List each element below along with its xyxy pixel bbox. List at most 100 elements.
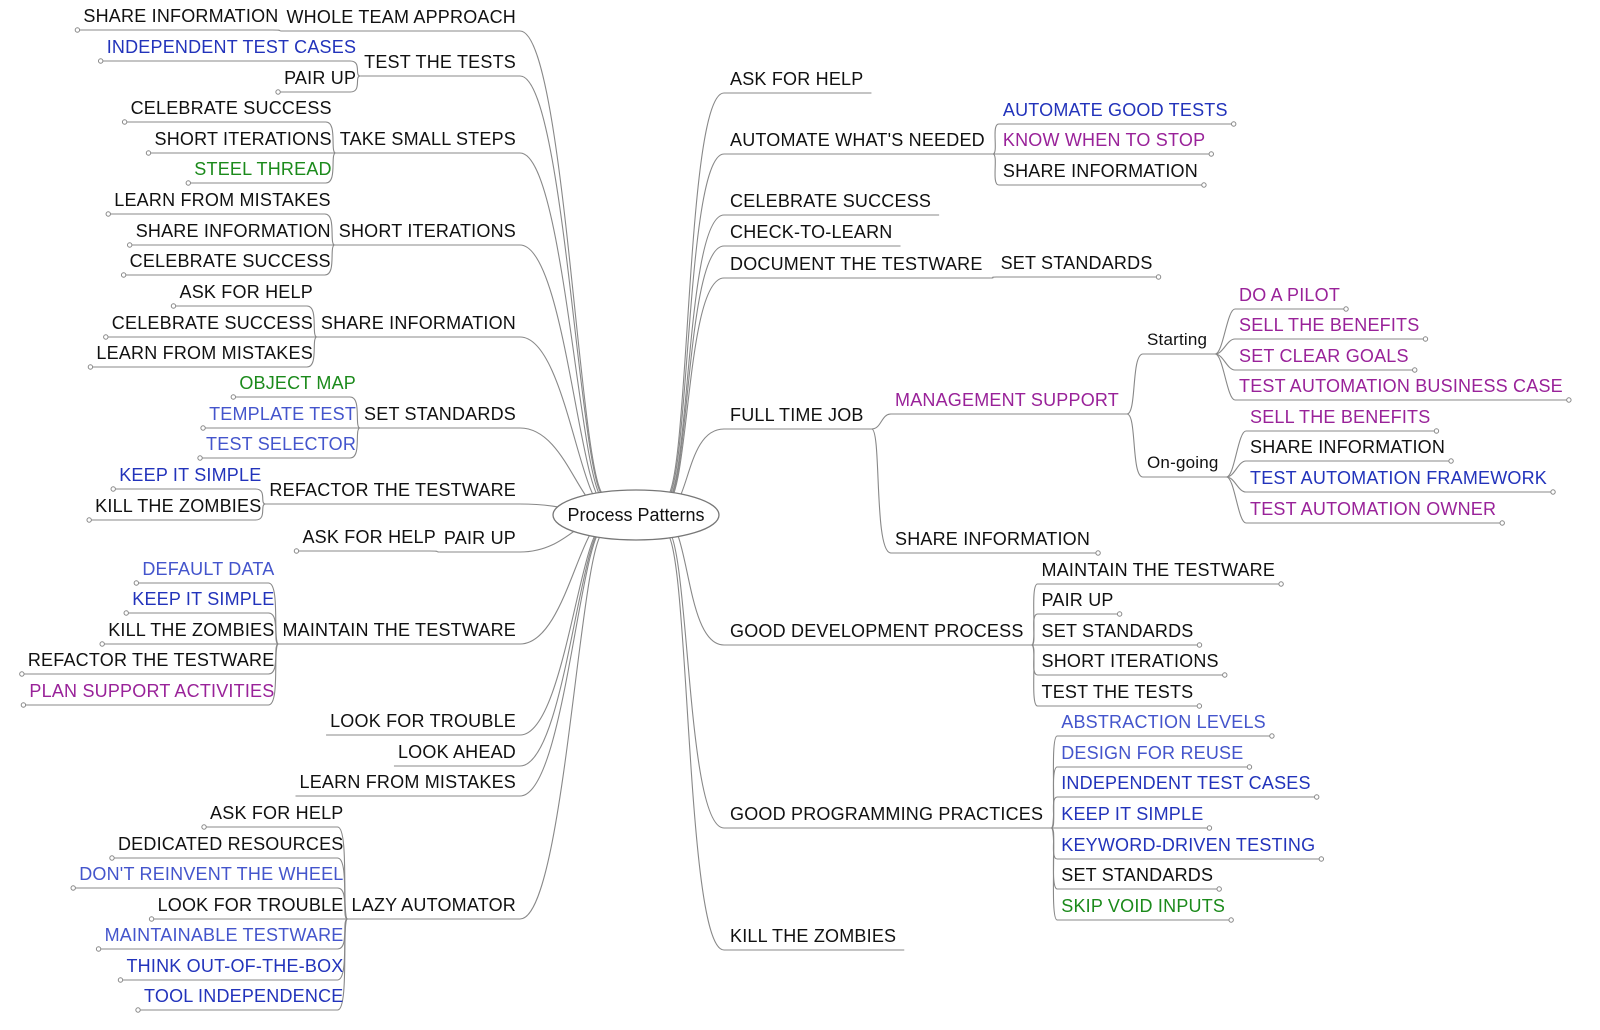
branch-pair-up[interactable]: PAIR UP — [443, 528, 516, 548]
leaf-set-standards[interactable]: SET STANDARDS — [1061, 865, 1214, 885]
branch-refactor-the-testware[interactable]: REFACTOR THE TESTWARE — [269, 480, 516, 500]
branch-document-the-testware[interactable]: DOCUMENT THE TESTWARE — [730, 254, 983, 274]
leaf-plan-support-activities[interactable]: PLAN SUPPORT ACTIVITIES — [29, 681, 275, 701]
branch-good-development-process[interactable]: GOOD DEVELOPMENT PROCESS — [730, 621, 1024, 641]
leaf-test-automation-business-case[interactable]: TEST AUTOMATION BUSINESS CASE — [1239, 376, 1563, 396]
end-dot — [1278, 581, 1284, 587]
branch-celebrate-success[interactable]: CELEBRATE SUCCESS — [730, 191, 932, 211]
leaf-automate-good-tests[interactable]: AUTOMATE GOOD TESTS — [1002, 100, 1228, 120]
link-item — [1215, 353, 1415, 371]
end-dot — [86, 517, 92, 523]
leaf-learn-from-mistakes[interactable]: LEARN FROM MISTAKES — [96, 343, 313, 363]
link-left-12-2 — [73, 887, 349, 920]
node-management-support[interactable]: MANAGEMENT SUPPORT — [895, 390, 1119, 410]
branch-automate-what-s-needed[interactable]: AUTOMATE WHAT'S NEEDED — [730, 130, 985, 150]
leaf-share-information[interactable]: SHARE INFORMATION — [1250, 437, 1446, 457]
branch-ask-for-help[interactable]: ASK FOR HELP — [730, 69, 864, 89]
leaf-tool-independence[interactable]: TOOL INDEPENDENCE — [144, 986, 344, 1006]
end-dot — [1269, 733, 1275, 739]
leaf-set-standards[interactable]: SET STANDARDS — [1041, 621, 1194, 641]
branch-share-information[interactable]: SHARE INFORMATION — [320, 313, 516, 333]
leaf-design-for-reuse[interactable]: DESIGN FOR REUSE — [1061, 743, 1244, 763]
leaf-test-automation-owner[interactable]: TEST AUTOMATION OWNER — [1250, 499, 1497, 519]
group-starting[interactable]: Starting — [1147, 330, 1208, 349]
leaf-ask-for-help[interactable]: ASK FOR HELP — [179, 282, 313, 302]
leaf-maintainable-testware[interactable]: MAINTAINABLE TESTWARE — [104, 925, 344, 945]
leaf-test-automation-framework[interactable]: TEST AUTOMATION FRAMEWORK — [1250, 468, 1548, 488]
leaf-short-iterations[interactable]: SHORT ITERATIONS — [154, 129, 332, 149]
leaf-template-test[interactable]: TEMPLATE TEST — [209, 404, 357, 424]
branch-full-time-job[interactable]: FULL TIME JOB — [730, 405, 864, 425]
link-right-1-2 — [992, 153, 1204, 186]
leaf-keep-it-simple[interactable]: KEEP IT SIMPLE — [119, 465, 262, 485]
leaf-celebrate-success[interactable]: CELEBRATE SUCCESS — [111, 313, 313, 333]
leaf-independent-test-cases[interactable]: INDEPENDENT TEST CASES — [1061, 773, 1311, 793]
branch-look-ahead[interactable]: LOOK AHEAD — [397, 742, 516, 762]
leaf-celebrate-success[interactable]: CELEBRATE SUCCESS — [129, 251, 331, 271]
branch-whole-team-approach[interactable]: WHOLE TEAM APPROACH — [286, 7, 516, 27]
leaf-ask-for-help[interactable]: ASK FOR HELP — [210, 803, 344, 823]
leaf-object-map[interactable]: OBJECT MAP — [239, 373, 357, 393]
leaf-refactor-the-testware[interactable]: REFACTOR THE TESTWARE — [27, 650, 275, 670]
leaf-sell-the-benefits[interactable]: SELL THE BENEFITS — [1239, 315, 1420, 335]
leaf-default-data[interactable]: DEFAULT DATA — [142, 559, 275, 579]
branch-take-small-steps[interactable]: TAKE SMALL STEPS — [339, 129, 516, 149]
leaf-keyword-driven-testing[interactable]: KEYWORD-DRIVEN TESTING — [1061, 835, 1316, 855]
leaf-celebrate-success[interactable]: CELEBRATE SUCCESS — [130, 98, 332, 118]
leaf-dedicated-resources[interactable]: DEDICATED RESOURCES — [117, 834, 344, 854]
branch-test-the-tests[interactable]: TEST THE TESTS — [364, 52, 516, 72]
leaf-steel-thread[interactable]: STEEL THREAD — [194, 159, 332, 179]
leaf-don-t-reinvent-the-wheel[interactable]: DON'T REINVENT THE WHEEL — [79, 864, 344, 884]
leaf-know-when-to-stop[interactable]: KNOW WHEN TO STOP — [1002, 130, 1206, 150]
leaf-learn-from-mistakes[interactable]: LEARN FROM MISTAKES — [114, 190, 331, 210]
link-left-0 — [282, 30, 606, 496]
leaf-abstraction-levels[interactable]: ABSTRACTION LEVELS — [1061, 712, 1266, 732]
branch-look-for-trouble[interactable]: LOOK FOR TROUBLE — [330, 711, 516, 731]
leaf-do-a-pilot[interactable]: DO A PILOT — [1239, 285, 1341, 305]
leaf-test-selector[interactable]: TEST SELECTOR — [206, 434, 357, 454]
leaf-keep-it-simple[interactable]: KEEP IT SIMPLE — [132, 589, 275, 609]
center-node[interactable]: Process Patterns — [551, 488, 721, 542]
leaf-think-out-of-the-box[interactable]: THINK OUT-OF-THE-BOX — [126, 956, 344, 976]
end-dot — [1228, 917, 1234, 923]
center-label: Process Patterns — [567, 505, 705, 525]
leaf-keep-it-simple[interactable]: KEEP IT SIMPLE — [1061, 804, 1204, 824]
leaf-kill-the-zombies[interactable]: KILL THE ZOMBIES — [95, 496, 262, 516]
link-left-10 — [393, 524, 606, 767]
leaf-sell-the-benefits[interactable]: SELL THE BENEFITS — [1250, 407, 1431, 427]
branch-set-standards[interactable]: SET STANDARDS — [364, 404, 516, 424]
branch-lazy-automator[interactable]: LAZY AUTOMATOR — [351, 895, 516, 915]
leaf-independent-test-cases[interactable]: INDEPENDENT TEST CASES — [106, 37, 357, 57]
branch-maintain-the-testware[interactable]: MAINTAIN THE TESTWARE — [282, 620, 516, 640]
branch-learn-from-mistakes[interactable]: LEARN FROM MISTAKES — [299, 772, 516, 792]
link-item — [1215, 338, 1426, 355]
leaf-share-information[interactable]: SHARE INFORMATION — [135, 221, 331, 241]
leaf-set-clear-goals[interactable]: SET CLEAR GOALS — [1239, 346, 1409, 366]
branch-kill-the-zombies[interactable]: KILL THE ZOMBIES — [730, 926, 897, 946]
leaf-skip-void-inputs[interactable]: SKIP VOID INPUTS — [1061, 896, 1226, 916]
leaf-ask-for-help[interactable]: ASK FOR HELP — [302, 527, 436, 547]
leaf-short-iterations[interactable]: SHORT ITERATIONS — [1041, 651, 1219, 671]
branch-good-programming-practices[interactable]: GOOD PROGRAMMING PRACTICES — [730, 804, 1044, 824]
leaf-set-standards[interactable]: SET STANDARDS — [1000, 253, 1153, 273]
leaf-pair-up[interactable]: PAIR UP — [1041, 590, 1114, 610]
link-left-4-2 — [90, 336, 318, 368]
leaf-share-information[interactable]: SHARE INFORMATION — [1002, 161, 1198, 181]
link-right-6-4 — [1030, 644, 1200, 707]
leaf-share-information[interactable]: SHARE INFORMATION — [83, 6, 279, 26]
link-left-12-6 — [138, 918, 349, 1011]
link-right-8 — [664, 531, 905, 951]
branch-short-iterations[interactable]: SHORT ITERATIONS — [338, 221, 516, 241]
link-right-1-0 — [992, 123, 1234, 155]
end-dot — [105, 211, 111, 217]
leaf-pair-up[interactable]: PAIR UP — [284, 68, 357, 88]
leaf-kill-the-zombies[interactable]: KILL THE ZOMBIES — [108, 620, 275, 640]
group-on-going[interactable]: On-going — [1147, 453, 1219, 472]
leaf-test-the-tests[interactable]: TEST THE TESTS — [1041, 682, 1194, 702]
leaf-look-for-trouble[interactable]: LOOK FOR TROUBLE — [157, 895, 344, 915]
leaf-maintain-the-testware[interactable]: MAINTAIN THE TESTWARE — [1041, 560, 1276, 580]
leaf-share-information[interactable]: SHARE INFORMATION — [895, 529, 1091, 549]
link-left-1-0 — [100, 60, 361, 77]
branch-check-to-learn[interactable]: CHECK-TO-LEARN — [730, 222, 893, 242]
